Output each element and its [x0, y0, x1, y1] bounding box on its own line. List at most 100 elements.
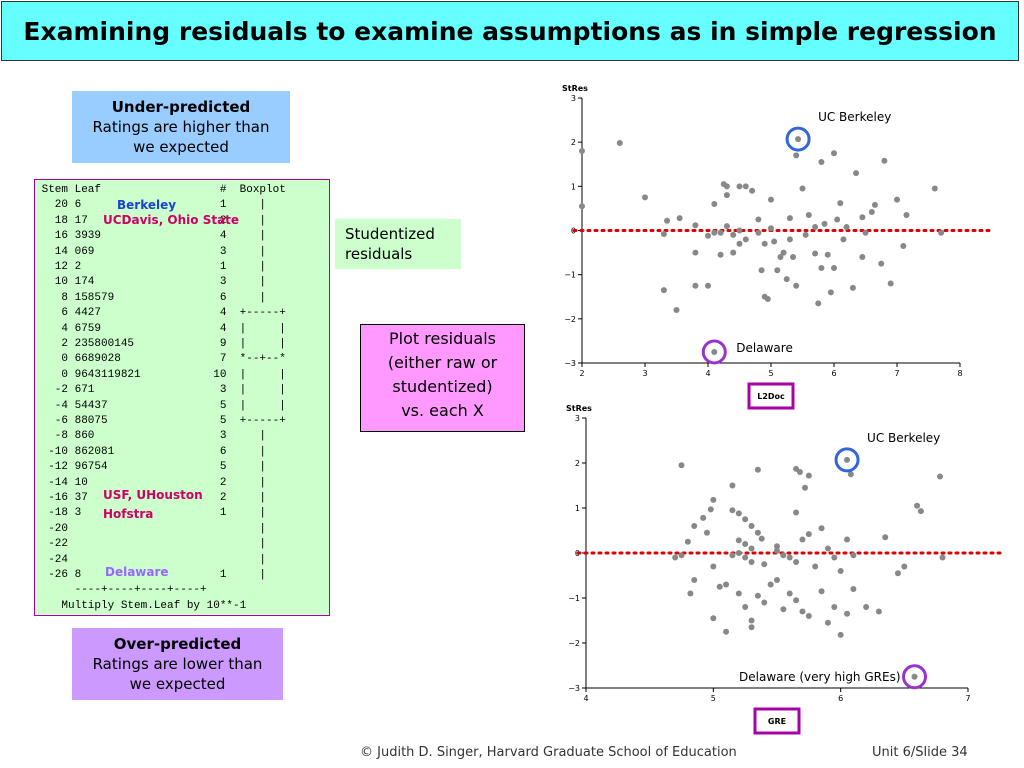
data-point	[831, 150, 837, 157]
data-point	[742, 604, 749, 610]
data-point	[914, 502, 921, 509]
data-point	[786, 236, 793, 243]
x-tick-label: 3	[642, 369, 647, 378]
x-tick-label: 7	[894, 369, 899, 378]
plot-residuals-box: Plot residuals (either raw or studentize…	[360, 324, 525, 432]
annotation-hofstra: Hofstra	[103, 507, 154, 521]
y-axis-label: StRes	[566, 404, 592, 413]
data-point	[847, 471, 854, 478]
data-point	[735, 537, 742, 544]
data-point	[768, 225, 774, 232]
data-point	[868, 208, 875, 215]
data-point	[758, 535, 765, 542]
data-point	[664, 217, 671, 224]
data-point	[802, 231, 809, 238]
data-point	[703, 529, 710, 536]
data-point	[723, 183, 730, 190]
stem-leaf-row: 0 9643119821 10 | |	[35, 368, 286, 381]
data-point	[875, 608, 882, 615]
data-point	[931, 185, 938, 192]
stem-leaf-row: -26 8 1 |	[35, 569, 267, 581]
x-tick-label: 4	[583, 694, 588, 703]
data-point	[850, 586, 857, 592]
data-point	[707, 506, 714, 513]
data-point	[735, 590, 742, 597]
data-point	[821, 220, 828, 227]
data-point	[786, 590, 793, 597]
stem-leaf-row: -20 |	[35, 522, 267, 535]
data-point	[859, 254, 866, 260]
x-axis-label: GRE	[768, 717, 786, 726]
data-point	[815, 300, 822, 307]
data-point	[938, 229, 945, 236]
data-point	[692, 282, 699, 289]
data-point	[917, 508, 924, 515]
data-point	[736, 227, 743, 234]
data-point	[774, 267, 781, 274]
y-tick-label: 1	[575, 504, 580, 513]
data-point	[735, 550, 742, 556]
under-predicted-line2: we expected	[133, 138, 229, 156]
highlight-label: UC Berkeley	[818, 110, 891, 124]
data-point	[780, 249, 787, 256]
annotation-delaware: Delaware	[105, 565, 169, 579]
data-point	[900, 242, 907, 249]
y-tick-label: 2	[571, 138, 576, 147]
under-predicted-line1: Ratings are higher than	[92, 118, 270, 136]
data-point	[579, 148, 585, 154]
data-point	[882, 534, 889, 541]
over-predicted-line2: we expected	[129, 675, 226, 693]
stem-leaf-row: -16 37 2 |	[35, 492, 267, 504]
data-point	[793, 509, 800, 516]
y-tick-label: −2	[564, 315, 576, 324]
data-point	[705, 282, 711, 289]
data-point	[862, 229, 869, 236]
data-point	[723, 223, 730, 230]
x-tick-label: 6	[838, 694, 843, 703]
data-point	[849, 284, 856, 291]
highlight-circle	[902, 664, 928, 690]
y-tick-label: −3	[568, 684, 580, 693]
annotation-berkeley: Berkeley	[117, 198, 177, 212]
data-point	[936, 473, 943, 480]
data-point	[853, 170, 860, 177]
data-point	[805, 212, 812, 219]
data-point	[748, 523, 755, 529]
data-point	[700, 514, 707, 521]
highlight-label: Delaware	[736, 341, 793, 355]
data-point	[678, 462, 685, 469]
plot-box-line4: vs. each X	[401, 401, 484, 420]
data-point	[761, 240, 768, 247]
data-point	[840, 236, 847, 243]
stem-leaf-display: Stem Leaf # Boxplot 20 6 1 | 18 17 2 | 1…	[34, 179, 330, 616]
data-point	[796, 469, 803, 475]
stem-leaf-row: -10 862081 6 |	[35, 445, 267, 458]
data-point	[748, 559, 755, 565]
data-point	[799, 185, 806, 192]
data-point	[827, 289, 834, 296]
stem-leaf-row: 10 174 3 |	[35, 276, 267, 289]
data-point	[736, 183, 743, 190]
data-point	[881, 157, 888, 164]
data-point	[723, 581, 730, 588]
y-tick-label: −3	[564, 359, 576, 368]
data-point	[711, 201, 718, 207]
data-point	[786, 554, 793, 561]
x-tick-label: 6	[831, 369, 836, 378]
data-point	[837, 631, 844, 638]
data-point	[844, 610, 851, 617]
studentized-line1: Studentized	[345, 225, 435, 243]
annotation-ucdavis: UCDavis, Ohio State	[103, 213, 240, 227]
data-point	[903, 212, 910, 219]
data-point	[749, 187, 756, 194]
under-predicted-box: Under-predicted Ratings are higher than …	[72, 91, 290, 163]
plot-box-line3: studentized)	[392, 377, 493, 396]
data-point	[850, 552, 857, 559]
data-point	[684, 538, 691, 545]
y-tick-label: −1	[564, 271, 576, 280]
x-axis-label: L2Doc	[757, 392, 785, 401]
data-point	[764, 295, 771, 302]
data-point	[894, 196, 900, 203]
data-point	[729, 552, 736, 559]
stem-leaf-row: -6 88075 5 +-----+	[35, 415, 286, 427]
